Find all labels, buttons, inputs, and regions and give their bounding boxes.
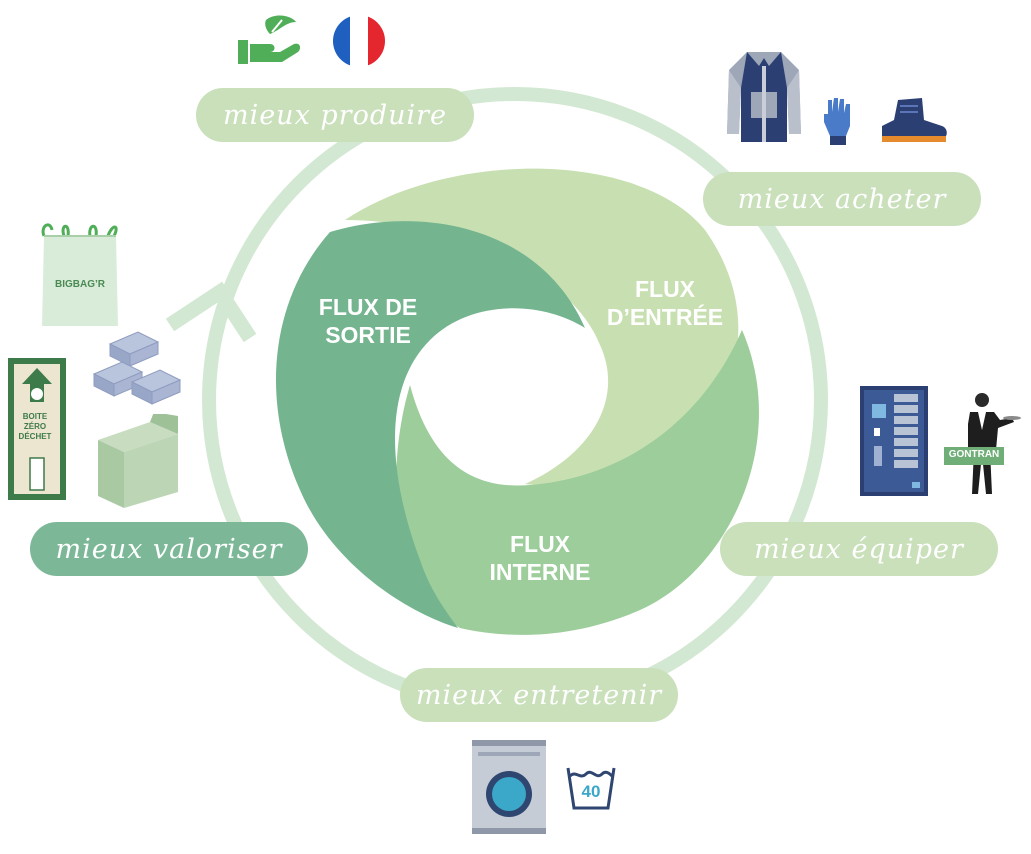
stage-mieux-equiper: mieux équiper (720, 522, 998, 576)
butler-icon (960, 390, 1022, 498)
stage-mieux-valoriser: mieux valoriser (30, 522, 308, 576)
french-flag-icon (332, 14, 386, 68)
flux-entree-label: FLUX D’ENTRÉE (606, 276, 724, 330)
hand-leaf-icon (236, 14, 302, 68)
flux-interne-segment (396, 330, 759, 635)
zero-waste-label: BOITE ZÉRO DÉCHET (18, 412, 52, 441)
bricks-icon (92, 330, 182, 410)
stage-mieux-produire: mieux produire (196, 88, 474, 142)
wash-40-icon (566, 764, 616, 812)
wash-temperature-label: 40 (581, 782, 601, 801)
flux-entree-segment (345, 168, 739, 486)
cycle-arrowhead (165, 281, 257, 343)
bigbag-icon (38, 218, 122, 330)
locker-dispenser-icon (860, 386, 928, 496)
flux-sortie-label: FLUX DE SORTIE (318, 294, 418, 348)
cycle-center (425, 310, 585, 470)
stage-mieux-acheter: mieux acheter (703, 172, 981, 226)
work-glove-icon (822, 96, 854, 146)
recycle-box-icon (94, 414, 182, 510)
gontran-label: GONTRAN (948, 449, 1000, 460)
work-jacket-icon (725, 48, 803, 146)
gontran-tag (944, 447, 1004, 465)
safety-shoe-icon (878, 96, 950, 146)
bigbag-label: BIGBAG’R (55, 279, 105, 290)
flux-sortie-segment (276, 221, 585, 628)
zero-waste-box-icon (8, 358, 66, 500)
stage-mieux-entretenir: mieux entretenir (400, 668, 678, 722)
flux-interne-label: FLUX INTERNE (489, 531, 591, 585)
washing-machine-icon (472, 740, 546, 834)
